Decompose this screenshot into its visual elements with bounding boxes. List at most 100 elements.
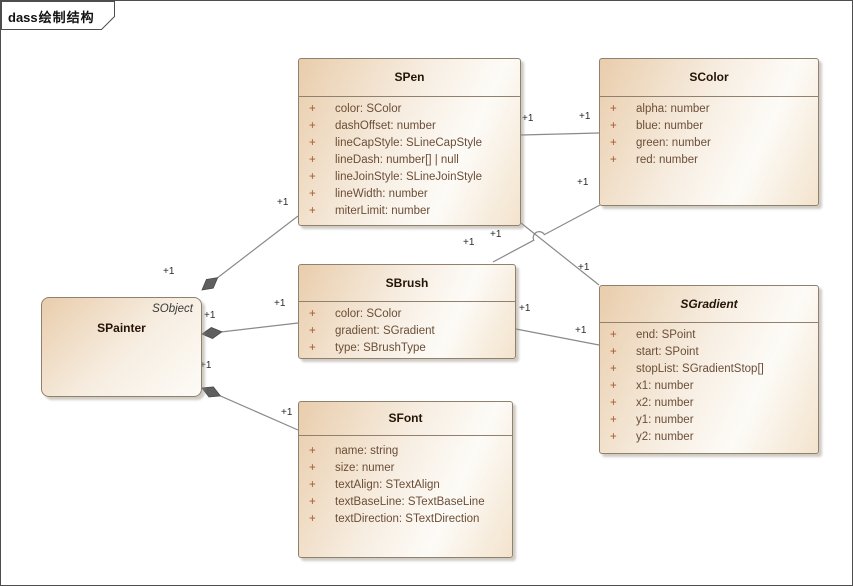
attribute-row: +lineWidth: number <box>299 186 520 203</box>
attribute-row: + end: SPoint <box>600 327 818 344</box>
association-line-pen-color[interactable] <box>520 132 600 136</box>
class-sfont[interactable]: SFont + name: string + size: numer + textAl… <box>298 401 513 558</box>
multiplicity-label: +1 <box>200 360 212 371</box>
visibility-plus: + <box>610 137 617 149</box>
class-title: SPen <box>299 59 520 97</box>
attribute-text: stopList: SGradientStop[] <box>636 363 764 375</box>
visibility-plus: + <box>610 380 617 392</box>
visibility-plus: + <box>610 154 617 166</box>
attribute-text: dashOffset: number <box>335 120 436 132</box>
visibility-plus: + <box>309 205 316 217</box>
visibility-plus: + <box>309 154 316 166</box>
visibility-plus: + <box>309 171 316 183</box>
multiplicity-label: +1 <box>490 229 502 240</box>
attribute-text: color: SColor <box>335 103 402 115</box>
class-sbrush[interactable]: SBrush + color: SColor + gradient: SGradie… <box>298 264 516 359</box>
attribute-text: type: SBrushType <box>335 342 426 354</box>
attribute-text: y1: number <box>636 414 694 426</box>
multiplicity-label: +1 <box>277 197 289 208</box>
attribute-row: + lineJoinStyle: SLineJoinStyle <box>299 169 520 186</box>
class-title: SPainter <box>97 321 146 335</box>
attribute-row: + textAlign: STextAlign <box>299 477 512 494</box>
multiplicity-label: +1 <box>163 266 175 277</box>
multiplicity-label: +1 <box>204 310 216 321</box>
attribute-text: lineDash: number[] | null <box>335 154 459 166</box>
visibility-plus: + <box>309 445 316 457</box>
attribute-row: +dashOffset: number <box>299 118 520 135</box>
visibility-plus: + <box>610 103 617 115</box>
multiplicity-label: +1 <box>575 325 587 336</box>
composition-diamond-icon[interactable] <box>201 327 223 339</box>
visibility-plus: + <box>309 513 316 525</box>
class-stereotype: SObject <box>152 303 193 315</box>
composition-diamond-icon[interactable] <box>201 386 222 398</box>
attribute-row: + alpha: number <box>600 101 818 118</box>
diagram-frame-tab[interactable]: dass绘制结构 <box>1 1 131 35</box>
attribute-text: y2: number <box>636 431 694 443</box>
attribute-row: + x1: number <box>600 378 818 395</box>
attribute-text: gradient: SGradient <box>335 325 435 337</box>
attribute-row: + lineCapStyle: SLineCapStyle <box>299 135 520 152</box>
diagram-title-latin: dass <box>8 10 38 25</box>
attribute-row: + color: SColor <box>299 306 515 323</box>
attribute-text: blue: number <box>636 120 704 132</box>
visibility-plus: + <box>309 137 316 149</box>
visibility-plus: + <box>309 496 316 508</box>
visibility-plus: + <box>309 462 316 474</box>
attribute-row: +stopList: SGradientStop[] <box>600 361 818 378</box>
attribute-text: x1: number <box>636 380 694 392</box>
attribute-text: textDirection: STextDirection <box>335 513 480 525</box>
attribute-text: start: SPoint <box>636 346 699 358</box>
attribute-text: name: string <box>335 445 399 457</box>
class-scolor[interactable]: SColor +alpha: number +blue: number +gre… <box>599 58 819 206</box>
attribute-text: alpha: number <box>636 103 710 115</box>
association-line-pen-gradient[interactable] <box>520 222 600 286</box>
attribute-row: + y2: number <box>600 429 818 446</box>
attribute-text: x2: number <box>636 397 694 409</box>
attribute-row: + y1: number <box>600 412 818 429</box>
visibility-plus: + <box>309 479 316 491</box>
attribute-row: + textDirection: STextDirection <box>299 511 512 528</box>
class-sgradient[interactable]: SGradient +end: SPoint +start: SPoint +s… <box>599 285 819 454</box>
attribute-text: end: SPoint <box>636 329 696 341</box>
attribute-text: textAlign: STextAlign <box>335 479 440 491</box>
class-spen[interactable]: SPen +color: SColor +dashOffset: number … <box>298 58 521 226</box>
class-spainter[interactable]: SObject SPainter <box>41 297 202 397</box>
attribute-row: + color: SColor <box>299 101 520 118</box>
visibility-plus: + <box>309 188 316 200</box>
composition-line-painter-pen[interactable] <box>217 215 299 279</box>
attribute-text: green: number <box>636 137 711 149</box>
visibility-plus: + <box>309 325 316 337</box>
attribute-row: +textBaseLine: STextBaseLine <box>299 494 512 511</box>
class-title: SBrush <box>299 265 515 302</box>
attribute-row: + name: string <box>299 443 512 460</box>
attribute-text: size: numer <box>335 462 395 474</box>
attribute-text: color: SColor <box>335 308 402 320</box>
class-title: SGradient <box>600 286 818 323</box>
visibility-plus: + <box>309 342 316 354</box>
attribute-text: lineCapStyle: SLineCapStyle <box>335 137 483 149</box>
multiplicity-label: +1 <box>274 298 286 309</box>
attribute-row: +miterLimit: number <box>299 203 520 220</box>
composition-line-painter-brush[interactable] <box>221 322 299 333</box>
visibility-plus: + <box>309 308 316 320</box>
composition-diamond-icon[interactable] <box>201 277 219 291</box>
visibility-plus: + <box>610 431 617 443</box>
attribute-row: + type: SBrushType <box>299 340 515 357</box>
association-line-brush-gradient[interactable] <box>515 328 600 346</box>
attribute-row: +blue: number <box>600 118 818 135</box>
visibility-plus: + <box>610 414 617 426</box>
attribute-row: + green: number <box>600 135 818 152</box>
visibility-plus: + <box>610 329 617 341</box>
diagram-title-chinese: 绘制结构 <box>38 10 95 25</box>
multiplicity-label: +1 <box>463 237 475 248</box>
attribute-row: +red: number <box>600 152 818 169</box>
multiplicity-label: +1 <box>519 303 531 314</box>
attribute-row: +x2: number <box>600 395 818 412</box>
class-title: SColor <box>600 59 818 97</box>
attribute-text: lineJoinStyle: SLineJoinStyle <box>335 171 483 183</box>
attribute-row: + size: numer <box>299 460 512 477</box>
class-title: SFont <box>299 402 512 436</box>
visibility-plus: + <box>309 103 316 115</box>
